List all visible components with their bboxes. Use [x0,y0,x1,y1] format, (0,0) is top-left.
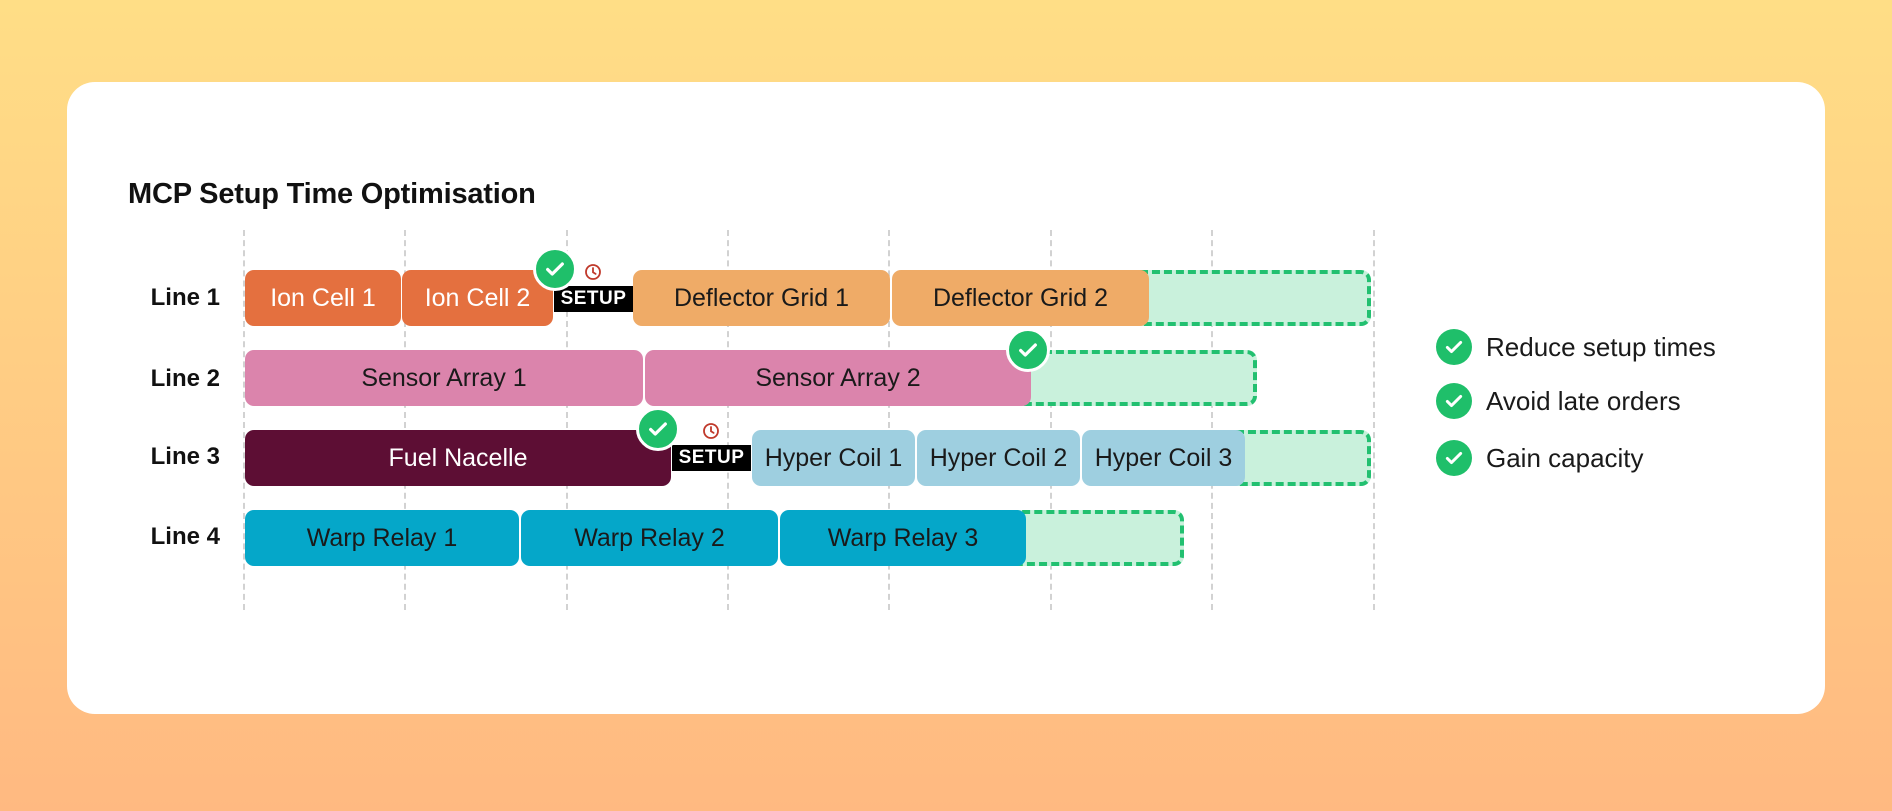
check-circle-icon [1436,329,1472,365]
legend-item-avoid-late-orders: Avoid late orders [1436,381,1681,421]
slack-capacity-line-1 [1130,270,1371,326]
grid-line [1050,230,1052,610]
check-circle-icon [636,407,680,451]
setup-label-line-1: SETUP [554,286,633,312]
legend-item-gain-capacity: Gain capacity [1436,438,1644,478]
task-hyper-coil-2: Hyper Coil 2 [917,430,1080,486]
check-circle-icon [1436,383,1472,419]
row-label-line-2: Line 2 [150,365,220,392]
task-deflector-grid-2: Deflector Grid 2 [892,270,1149,326]
slack-capacity-line-4 [1000,510,1184,566]
check-circle-icon [1006,328,1050,372]
grid-line [888,230,890,610]
task-sensor-array-1: Sensor Array 1 [245,350,643,406]
task-warp-relay-2: Warp Relay 2 [521,510,778,566]
legend-label: Gain capacity [1486,442,1644,473]
grid-line [1373,230,1375,610]
slack-capacity-line-2 [1010,350,1257,406]
task-hyper-coil-3: Hyper Coil 3 [1082,430,1245,486]
grid-line [566,230,568,610]
task-hyper-coil-1: Hyper Coil 1 [752,430,915,486]
diagram-title: MCP Setup Time Optimisation [128,178,536,210]
task-sensor-array-2: Sensor Array 2 [645,350,1031,406]
row-label-line-4: Line 4 [150,523,220,550]
task-fuel-nacelle: Fuel Nacelle [245,430,671,486]
clock-icon [703,423,719,439]
grid-line [404,230,406,610]
legend-label: Avoid late orders [1486,385,1681,416]
clock-icon [585,264,601,280]
check-circle-icon [533,247,577,291]
task-warp-relay-1: Warp Relay 1 [245,510,519,566]
row-label-line-1: Line 1 [150,284,220,311]
setup-label-line-3: SETUP [672,445,751,471]
check-circle-icon [1436,440,1472,476]
grid-line [1211,230,1213,610]
legend-label: Reduce setup times [1486,331,1716,362]
slack-capacity-line-3 [1226,430,1371,486]
grid-line [727,230,729,610]
task-ion-cell-1: Ion Cell 1 [245,270,401,326]
row-label-line-3: Line 3 [150,443,220,470]
task-deflector-grid-1: Deflector Grid 1 [633,270,890,326]
legend-item-reduce-setup-times: Reduce setup times [1436,327,1716,367]
task-warp-relay-3: Warp Relay 3 [780,510,1026,566]
grid-line [243,230,245,610]
task-ion-cell-2: Ion Cell 2 [402,270,553,326]
